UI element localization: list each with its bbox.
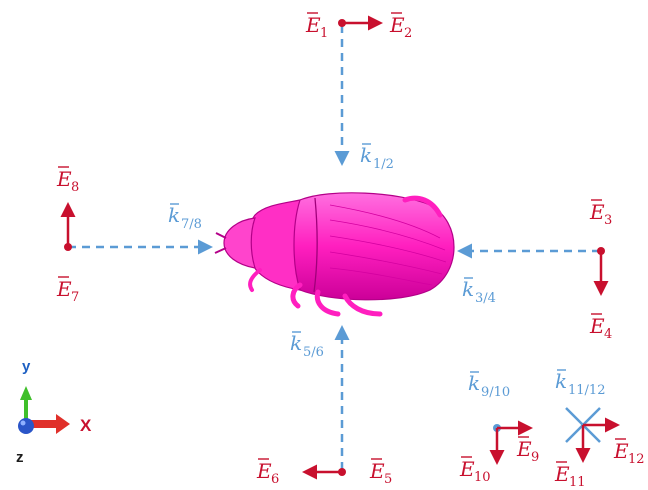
label-E9: E 9 — [516, 436, 539, 465]
field-vector-E8 — [60, 202, 76, 251]
svg-text:8: 8 — [71, 180, 79, 195]
label-E1: E 1 — [305, 12, 328, 41]
svg-text:E: E — [56, 277, 72, 301]
svg-text:5/6: 5/6 — [303, 345, 324, 360]
svg-text:E: E — [305, 13, 321, 37]
axis-label-y: y — [22, 358, 31, 375]
svg-text:9/10: 9/10 — [481, 385, 510, 400]
label-k5-6: k 5/6 — [290, 331, 324, 360]
svg-text:k: k — [462, 277, 474, 301]
svg-text:10: 10 — [474, 470, 491, 485]
label-E8: E 8 — [56, 166, 79, 195]
field-vector-E9-E10 — [489, 420, 533, 465]
svg-text:11: 11 — [569, 475, 586, 490]
label-E5: E 5 — [369, 458, 392, 487]
svg-text:k: k — [168, 203, 180, 227]
svg-text:3/4: 3/4 — [475, 291, 496, 306]
field-vector-E4 — [593, 247, 609, 296]
svg-text:3: 3 — [604, 213, 612, 228]
label-E11: E 11 — [554, 461, 586, 490]
svg-text:E: E — [516, 437, 532, 461]
axis-label-x: X — [80, 416, 92, 435]
svg-text:2: 2 — [404, 26, 412, 41]
svg-text:k: k — [468, 371, 480, 395]
svg-text:E: E — [554, 462, 570, 486]
svg-text:E: E — [589, 200, 605, 224]
svg-text:E: E — [256, 459, 272, 483]
label-E10: E 10 — [459, 456, 491, 485]
svg-text:7: 7 — [71, 290, 79, 305]
label-k9-10: k 9/10 — [468, 371, 510, 400]
beetle-model — [214, 192, 455, 317]
field-vector-E2 — [338, 15, 383, 31]
label-E3: E 3 — [589, 199, 612, 228]
svg-text:k: k — [555, 369, 567, 393]
svg-text:1: 1 — [320, 26, 328, 41]
svg-text:7/8: 7/8 — [181, 217, 202, 232]
svg-text:E: E — [459, 457, 475, 481]
svg-text:5: 5 — [384, 472, 392, 487]
svg-text:4: 4 — [604, 327, 612, 342]
label-E6: E 6 — [256, 458, 279, 487]
svg-text:k: k — [360, 143, 372, 167]
label-E4: E 4 — [589, 313, 612, 342]
svg-text:k: k — [290, 331, 302, 355]
svg-text:E: E — [369, 459, 385, 483]
label-k3-4: k 3/4 — [462, 277, 496, 306]
svg-text:E: E — [389, 13, 405, 37]
svg-text:6: 6 — [271, 472, 279, 487]
svg-text:9: 9 — [531, 450, 539, 465]
svg-text:11/12: 11/12 — [568, 383, 605, 398]
label-E7: E 7 — [56, 276, 79, 305]
svg-text:1/2: 1/2 — [373, 157, 394, 172]
field-vector-E6 — [302, 464, 346, 480]
svg-text:12: 12 — [628, 452, 645, 467]
svg-text:E: E — [589, 314, 605, 338]
label-k7-8: k 7/8 — [168, 203, 202, 232]
label-k1-2: k 1/2 — [360, 143, 394, 172]
svg-text:E: E — [56, 167, 72, 191]
svg-text:E: E — [613, 439, 629, 463]
field-vector-E11-E12 — [565, 407, 620, 463]
label-E2: E 2 — [389, 12, 412, 41]
axis-triad-icon — [18, 386, 70, 434]
axis-label-z: z — [16, 449, 24, 466]
label-E12: E 12 — [613, 438, 645, 467]
label-k11-12: k 11/12 — [555, 369, 605, 398]
